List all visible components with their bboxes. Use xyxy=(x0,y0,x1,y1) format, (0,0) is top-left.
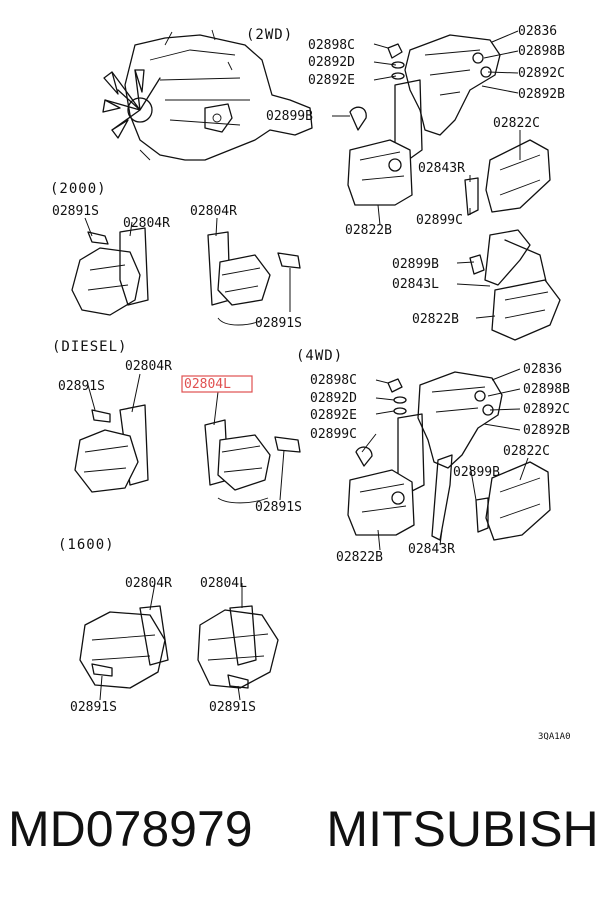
diesel-mounts-drawing xyxy=(74,404,301,504)
part-label[interactable]: 02822C xyxy=(493,116,540,131)
part-label[interactable]: 02899B xyxy=(266,109,313,124)
part-label[interactable]: 02898B xyxy=(523,382,570,397)
y1600-mounts-drawing xyxy=(79,605,279,689)
diagram-code: 3QA1A0 xyxy=(538,732,571,742)
leader-lines xyxy=(84,30,529,701)
part-label[interactable]: 02899B xyxy=(392,257,439,272)
part-label[interactable]: 02843L xyxy=(392,277,439,292)
section-diesel-label: (DIESEL) xyxy=(52,339,127,355)
part-label[interactable]: 02804R xyxy=(125,576,172,591)
part-label[interactable]: 02891S xyxy=(52,204,99,219)
part-label[interactable]: 02891S xyxy=(70,700,117,715)
part-label[interactable]: 02804R xyxy=(125,359,172,374)
part-label[interactable]: 02822B xyxy=(336,550,383,565)
part-label[interactable]: 02892C xyxy=(518,66,565,81)
part-label[interactable]: 02892C xyxy=(523,402,570,417)
section-2wd-label: (2WD) xyxy=(246,27,293,43)
part-label[interactable]: 02804L xyxy=(200,576,247,591)
section-2000-label: (2000) xyxy=(50,181,107,197)
exploded-view-drawing: (2WD) (4WD) (2000) (DIESEL) (1600) 02836… xyxy=(50,24,571,742)
y2000-mounts-drawing xyxy=(71,227,301,326)
part-label[interactable]: 02892D xyxy=(310,391,357,406)
part-label[interactable]: 02843R xyxy=(418,161,465,176)
part-label[interactable]: 02804R xyxy=(123,216,170,231)
section-1600-label: (1600) xyxy=(58,537,115,553)
part-label[interactable]: 02891S xyxy=(209,700,256,715)
part-label[interactable]: 02843R xyxy=(408,542,455,557)
part-number: MD078979 xyxy=(8,801,253,857)
part-label[interactable]: 02898C xyxy=(310,373,357,388)
product-caption: MD078979 MITSUBISHI xyxy=(8,800,600,870)
selected-part-label[interactable]: 02804L xyxy=(184,377,231,392)
part-label[interactable]: 02891S xyxy=(58,379,105,394)
part-label[interactable]: 02892B xyxy=(518,87,565,102)
part-label[interactable]: 02822C xyxy=(503,444,550,459)
part-label[interactable]: 02898C xyxy=(308,38,355,53)
part-label[interactable]: 02804R xyxy=(190,204,237,219)
part-label[interactable]: 02836 xyxy=(523,362,562,377)
part-label[interactable]: 02891S xyxy=(255,500,302,515)
brand-name: MITSUBISHI xyxy=(326,801,600,857)
fourwd-bracket-drawing xyxy=(347,371,551,541)
section-4wd-label: (4WD) xyxy=(296,348,343,364)
twowd-bracket-drawing xyxy=(347,34,561,341)
part-label[interactable]: 02899C xyxy=(310,427,357,442)
part-label[interactable]: 02899B xyxy=(453,465,500,480)
part-label[interactable]: 02892E xyxy=(308,73,355,88)
engine-block-drawing xyxy=(102,29,313,161)
part-label[interactable]: 02892E xyxy=(310,408,357,423)
part-label[interactable]: 02892D xyxy=(308,55,355,70)
part-label[interactable]: 02898B xyxy=(518,44,565,59)
part-label[interactable]: 02892B xyxy=(523,423,570,438)
part-label[interactable]: 02899C xyxy=(416,213,463,228)
part-label[interactable]: 02891S xyxy=(255,316,302,331)
part-label[interactable]: 02822B xyxy=(412,312,459,327)
part-label[interactable]: 02836 xyxy=(518,24,557,39)
selected-part-highlight xyxy=(181,375,253,393)
part-label[interactable]: 02822B xyxy=(345,223,392,238)
